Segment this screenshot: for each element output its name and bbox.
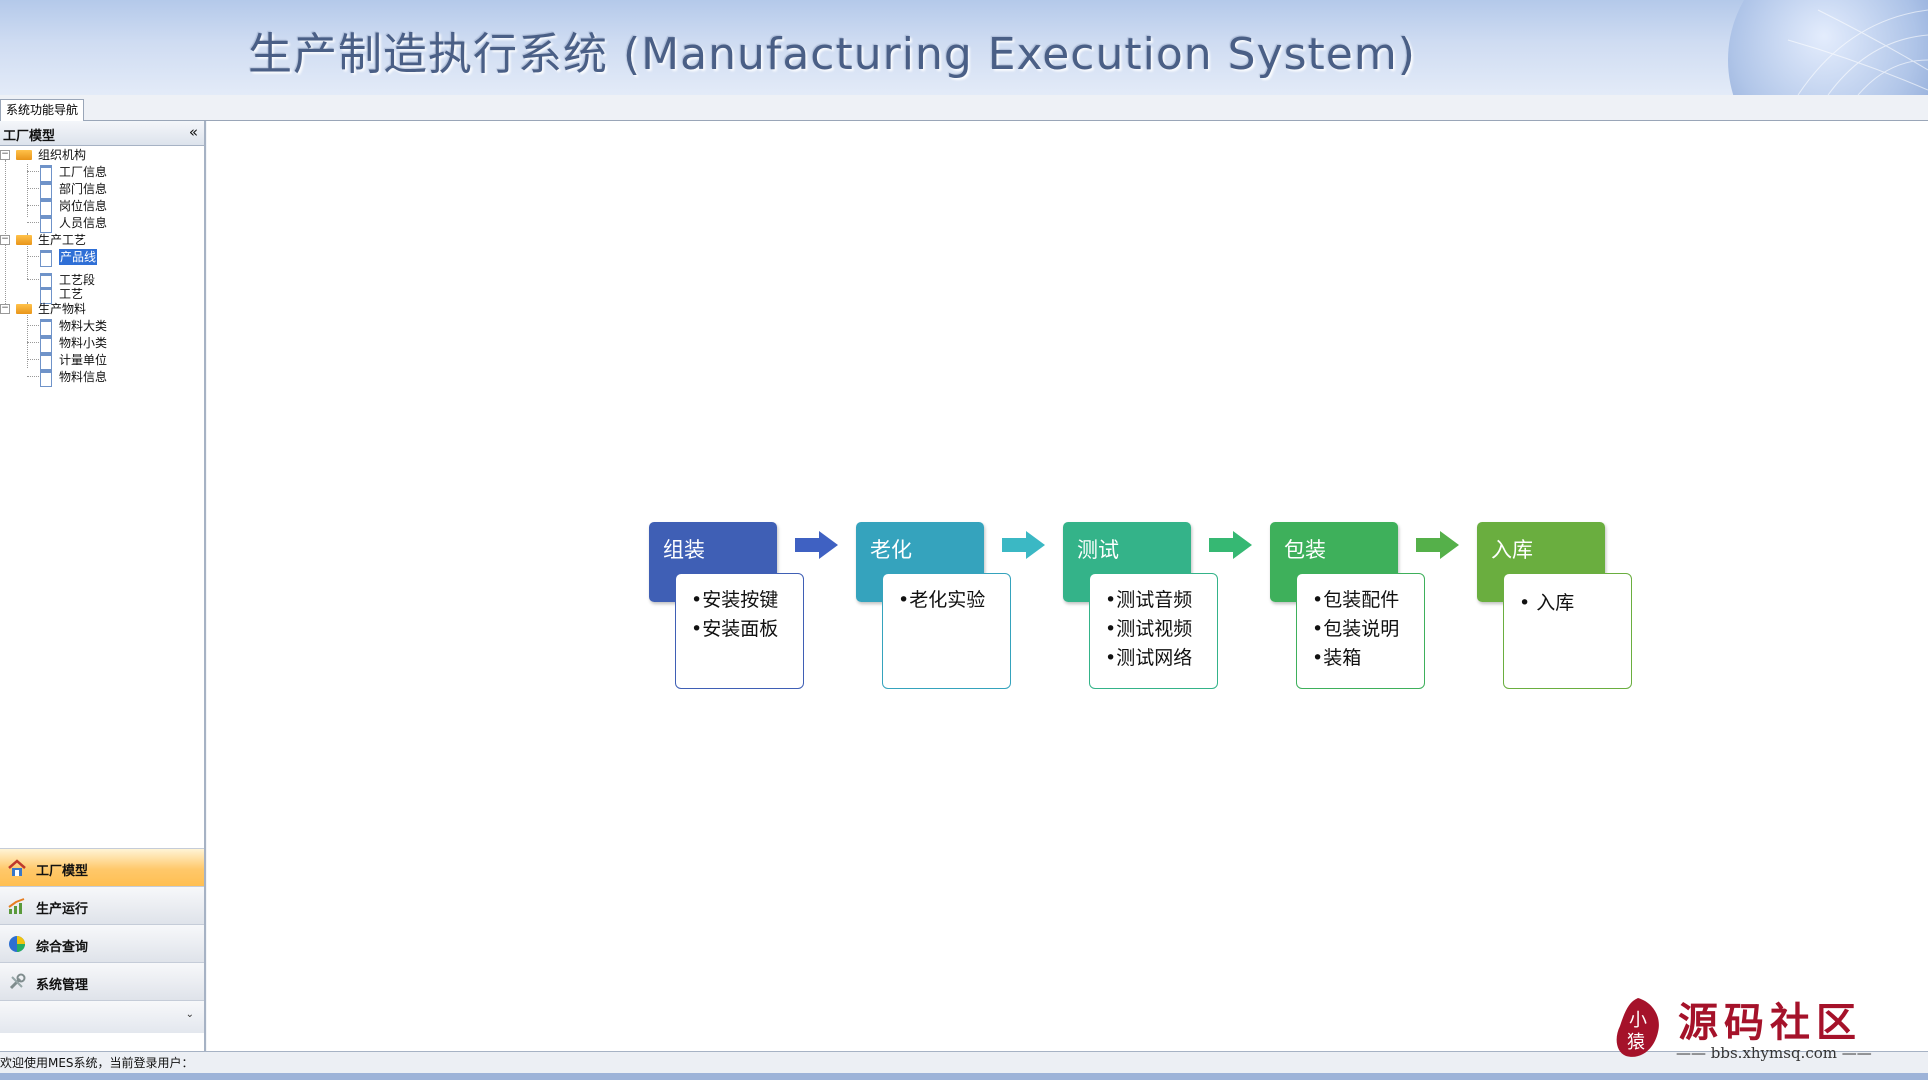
flow-arrow-icon (1209, 531, 1252, 559)
svg-text:小: 小 (1629, 1010, 1647, 1031)
module-accordion: 工厂模型 生产运行 综合查询 系统管理 (0, 848, 204, 1033)
watermark-title: 源码社区 (1678, 1000, 1862, 1046)
stage-task-box: •测试音频 •测试视频 •测试网络 (1089, 573, 1218, 689)
panel-title: 工厂模型 (3, 129, 56, 144)
panel-header: 工厂模型 « (0, 121, 204, 146)
flow-stage-assembly: 组装 •安装按键 •安装面板 (649, 522, 809, 692)
document-icon (40, 216, 52, 233)
flow-stage-packaging: 包装 •包装配件 •包装说明 •装箱 (1270, 522, 1430, 692)
accordion-production-run[interactable]: 生产运行 (0, 886, 204, 924)
document-icon (40, 182, 52, 199)
app-title: 生产制造执行系统 (Manufacturing Execution System… (248, 29, 1416, 80)
left-navigation-panel: 工厂模型 « − 组织机构 工厂信息 部门信息 (0, 121, 206, 1051)
tab-system-navigation[interactable]: 系统功能导航 (0, 99, 85, 121)
seal-logo: 小 猿 (1616, 998, 1659, 1057)
accordion-factory-model[interactable]: 工厂模型 (0, 848, 204, 886)
document-icon (40, 319, 52, 336)
stage-title: 包装 (1284, 538, 1326, 562)
collapse-panel-icon[interactable]: « (188, 123, 198, 141)
stage-title: 老化 (870, 538, 912, 562)
stage-task-box: •老化实验 (882, 573, 1011, 689)
status-bar: 欢迎使用MES系统，当前登录用户： (0, 1051, 1928, 1074)
chevron-down-icon[interactable]: ⌄ (185, 1009, 194, 1020)
task-item: •老化实验 (898, 589, 986, 611)
globe-grid-decoration (1787, 9, 1928, 95)
chart-growth-icon (8, 898, 25, 914)
collapse-toggle-icon[interactable]: − (0, 149, 10, 160)
accordion-overflow[interactable]: ⌄ (0, 1000, 204, 1033)
stage-task-box: • 入库 (1503, 573, 1632, 689)
watermark-url: —— bbs.xhymsq.com —— (1676, 1044, 1872, 1062)
folder-icon (16, 304, 32, 314)
accordion-system-management[interactable]: 系统管理 (0, 962, 204, 1000)
tab-strip: 系统功能导航 (0, 95, 1928, 121)
tools-icon (9, 973, 26, 990)
task-item: • 入库 (1519, 592, 1575, 614)
task-item: •测试音频 (1105, 589, 1193, 611)
task-item: •安装面板 (691, 618, 779, 640)
flow-stage-aging: 老化 •老化实验 (856, 522, 1016, 692)
document-icon (40, 199, 52, 216)
house-icon (8, 859, 26, 876)
globe-decoration (1728, 0, 1928, 95)
flow-stage-testing: 测试 •测试音频 •测试视频 •测试网络 (1063, 522, 1223, 692)
main-content: 组装 •安装按键 •安装面板 老化 •老化实验 测试 •测试音频 •测试视频 •… (207, 121, 1928, 1051)
stage-title: 测试 (1077, 538, 1119, 562)
factory-model-tree: − 组织机构 工厂信息 部门信息 岗位信息 人员信息 − 生产工艺 产品线 (0, 146, 204, 746)
svg-text:猿: 猿 (1627, 1032, 1645, 1053)
stage-task-box: •安装按键 •安装面板 (675, 573, 804, 689)
document-icon (40, 353, 52, 370)
status-text: 欢迎使用MES系统，当前登录用户： (0, 1056, 194, 1070)
header-banner: 生产制造执行系统 (Manufacturing Execution System… (0, 0, 1928, 95)
task-item: •测试网络 (1105, 647, 1193, 669)
document-icon (40, 370, 52, 387)
site-watermark: 小 猿 源码社区 —— bbs.xhymsq.com —— (1612, 990, 1902, 1070)
document-icon (40, 287, 52, 304)
flow-arrow-icon (1002, 531, 1045, 559)
task-item: •测试视频 (1105, 618, 1193, 640)
collapse-toggle-icon[interactable]: − (0, 303, 10, 314)
stage-task-box: •包装配件 •包装说明 •装箱 (1296, 573, 1425, 689)
pie-globe-icon (9, 936, 25, 952)
task-item: •包装配件 (1312, 589, 1400, 611)
stage-title: 组装 (663, 538, 705, 562)
task-item: •装箱 (1312, 647, 1362, 669)
stage-title: 入库 (1491, 538, 1533, 562)
document-icon (40, 165, 52, 182)
document-icon (40, 250, 52, 267)
task-item: •包装说明 (1312, 618, 1400, 640)
flow-arrow-icon (795, 531, 838, 559)
bottom-strip (0, 1073, 1928, 1080)
folder-icon (16, 150, 32, 160)
flow-arrow-icon (1416, 531, 1459, 559)
document-icon (40, 336, 52, 353)
flow-stage-warehousing: 入库 • 入库 (1477, 522, 1637, 692)
folder-icon (16, 235, 32, 245)
accordion-comprehensive-query[interactable]: 综合查询 (0, 924, 204, 962)
collapse-toggle-icon[interactable]: − (0, 234, 10, 245)
task-item: •安装按键 (691, 589, 779, 611)
